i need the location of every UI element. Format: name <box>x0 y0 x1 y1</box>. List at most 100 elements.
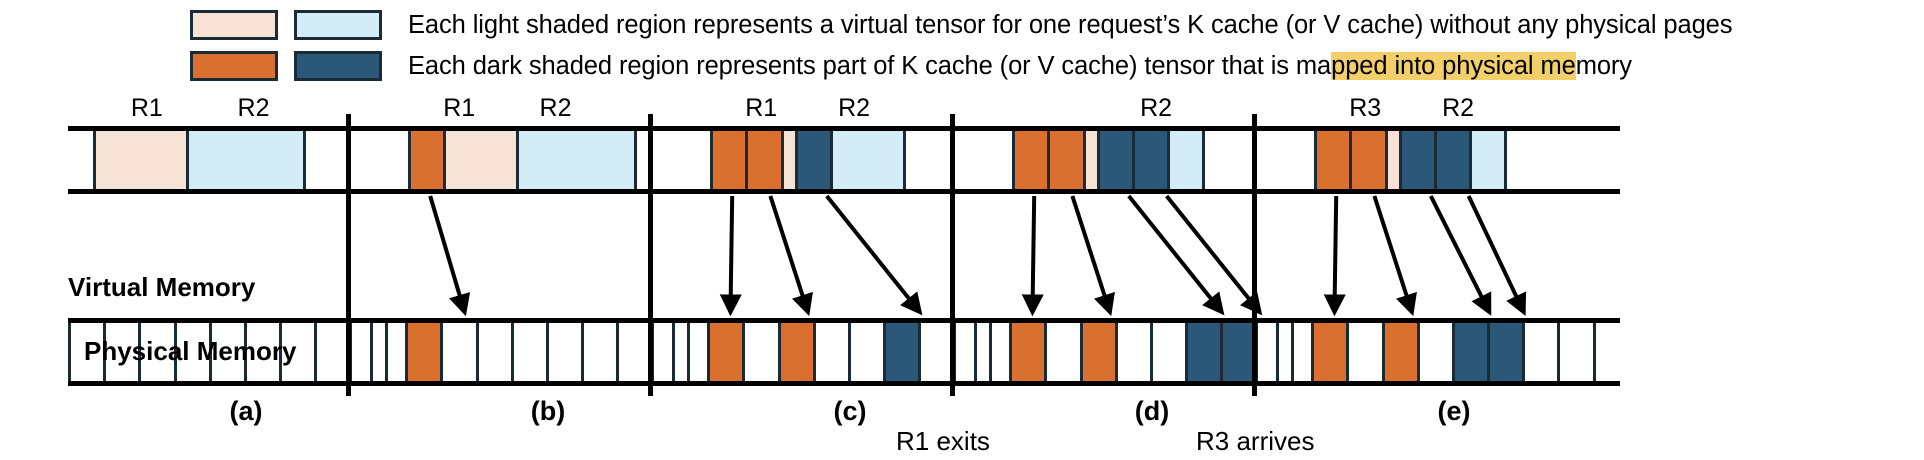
virtual-cell-1-dark-orange <box>1012 131 1051 189</box>
panel-caption-a: (a) <box>229 396 263 426</box>
physical-cell-1-dark-orange <box>707 323 746 381</box>
request-label-r2: R2 <box>237 94 270 122</box>
mapping-arrow-2 <box>825 194 923 316</box>
virtual-memory-row <box>68 126 412 194</box>
mapping-arrow-2 <box>1429 195 1492 316</box>
panel-caption-e: (e) <box>1437 396 1471 426</box>
virtual-cell-2-light-blue <box>185 131 307 189</box>
virtual-cell-1-dark-orange <box>710 131 749 189</box>
legend-text-dark-prefix: Each dark shaded region represents part … <box>408 52 1332 80</box>
mapping-arrow-2 <box>1127 194 1225 316</box>
legend-row-light: Each light shaded region represents a vi… <box>190 7 1733 43</box>
panel-divider-1 <box>346 114 351 396</box>
physical-cell-5-dark-blue <box>1451 323 1491 381</box>
virtual-memory-label: Virtual Memory <box>68 272 256 302</box>
panel-divider-4 <box>1252 114 1257 396</box>
virtual-cell-4-dark-blue <box>794 131 833 189</box>
physical-memory-row <box>1276 318 1620 386</box>
panel-caption-c: (c) <box>833 396 867 426</box>
panel-caption-b: (b) <box>530 396 566 426</box>
legend-text-dark-suffix: mory <box>1575 52 1632 80</box>
virtual-memory-row <box>672 126 1016 194</box>
virtual-cell-2-light-orange <box>443 131 520 189</box>
virtual-cell-6-light-blue <box>1469 131 1508 189</box>
physical-cell-0-empty <box>370 323 409 381</box>
physical-cell-4-empty <box>1114 323 1153 381</box>
light-blue-swatch <box>294 10 382 40</box>
physical-cell-4-empty <box>510 323 549 381</box>
legend: Each light shaded region represents a vi… <box>0 0 1924 96</box>
physical-cell-5-empty <box>1149 323 1189 381</box>
virtual-cell-6-light-blue <box>1167 131 1206 189</box>
mapping-arrow-0 <box>1021 195 1044 317</box>
virtual-cell-2-dark-orange <box>1349 131 1388 189</box>
panel-caption-d: (d) <box>1134 396 1170 426</box>
request-label-r2: R2 <box>1140 94 1173 122</box>
virtual-cell-4-dark-blue <box>1398 131 1437 189</box>
dark-orange-swatch <box>190 51 278 81</box>
panel-a: R1 R2 (a) <box>58 94 434 426</box>
virtual-cell-2-dark-orange <box>1047 131 1086 189</box>
request-label-r2: R2 <box>539 94 572 122</box>
legend-text-light-main: Each light shaded region represents a vi… <box>408 11 1733 39</box>
physical-cell-1-dark-orange <box>1009 323 1048 381</box>
virtual-cell-1-light-orange <box>92 131 189 189</box>
physical-cell-2-empty <box>1346 323 1385 381</box>
virtual-cell-0-none <box>68 131 96 189</box>
virtual-cell-5-light-blue <box>829 131 906 189</box>
virtual-memory-row <box>1276 126 1620 194</box>
physical-memory-row <box>68 318 412 386</box>
physical-cell-3-dark-orange <box>1079 323 1118 381</box>
mapping-arrow-1 <box>768 195 813 317</box>
mapping-arrow-3 <box>1165 194 1263 316</box>
dark-blue-swatch <box>294 51 382 81</box>
physical-cell-6-dark-blue <box>883 323 922 381</box>
light-orange-swatch <box>190 10 278 40</box>
annotation-r1-exits: R1 exits <box>896 426 990 456</box>
virtual-cell-0-none <box>370 131 411 189</box>
physical-cell-2-empty <box>1044 323 1083 381</box>
physical-cell-5-empty <box>847 323 887 381</box>
virtual-cells <box>974 131 1318 189</box>
mapping-arrow-1 <box>1070 195 1115 317</box>
physical-cells <box>370 323 714 381</box>
request-label-r1: R1 <box>745 94 778 122</box>
physical-cell-2-empty <box>440 323 479 381</box>
virtual-cells <box>1276 131 1620 189</box>
physical-cell-2-empty <box>742 323 781 381</box>
physical-cell-7-empty <box>1522 323 1561 381</box>
physical-cell-0-empty <box>974 323 1013 381</box>
panel-divider-3 <box>950 114 955 396</box>
request-label-r2: R2 <box>1442 94 1475 122</box>
physical-cell-4-empty <box>1416 323 1455 381</box>
physical-cell-3-dark-orange <box>1381 323 1420 381</box>
physical-memory-label: Physical Memory <box>84 336 297 366</box>
request-label-r1: R1 <box>130 94 163 122</box>
virtual-memory-row <box>370 126 714 194</box>
request-label-r2: R2 <box>838 94 871 122</box>
physical-cell-8-empty <box>1557 323 1596 381</box>
virtual-cell-0-none <box>1276 131 1317 189</box>
panel-b: R1 R2 (b) <box>360 94 736 426</box>
virtual-cell-7-none <box>1504 131 1599 189</box>
request-label-r3: R3 <box>1349 94 1382 122</box>
mapping-arrow-0 <box>428 195 471 317</box>
physical-cell-0-empty <box>672 323 711 381</box>
physical-cell-1-dark-orange <box>405 323 444 381</box>
legend-text-dark-highlight: pped into physical me <box>1331 52 1576 80</box>
virtual-cell-4-dark-blue <box>1096 131 1135 189</box>
panel-divider-2 <box>648 114 653 396</box>
legend-row-dark: Each dark shaded region represents part … <box>190 48 1632 84</box>
legend-text-dark: Each dark shaded region represents part … <box>408 51 1632 81</box>
request-label-r1: R1 <box>443 94 476 122</box>
physical-cells <box>1276 323 1620 381</box>
annotation-r3-arrives: R3 arrives <box>1196 426 1315 456</box>
mapping-arrow-1 <box>1372 195 1417 317</box>
physical-memory-row <box>672 318 1016 386</box>
mapping-arrow-3 <box>1466 195 1527 316</box>
virtual-cells <box>68 131 412 189</box>
virtual-cell-0-none <box>974 131 1015 189</box>
physical-cell-3-dark-orange <box>777 323 816 381</box>
virtual-cell-2-dark-orange <box>745 131 784 189</box>
physical-cell-4-empty <box>812 323 851 381</box>
